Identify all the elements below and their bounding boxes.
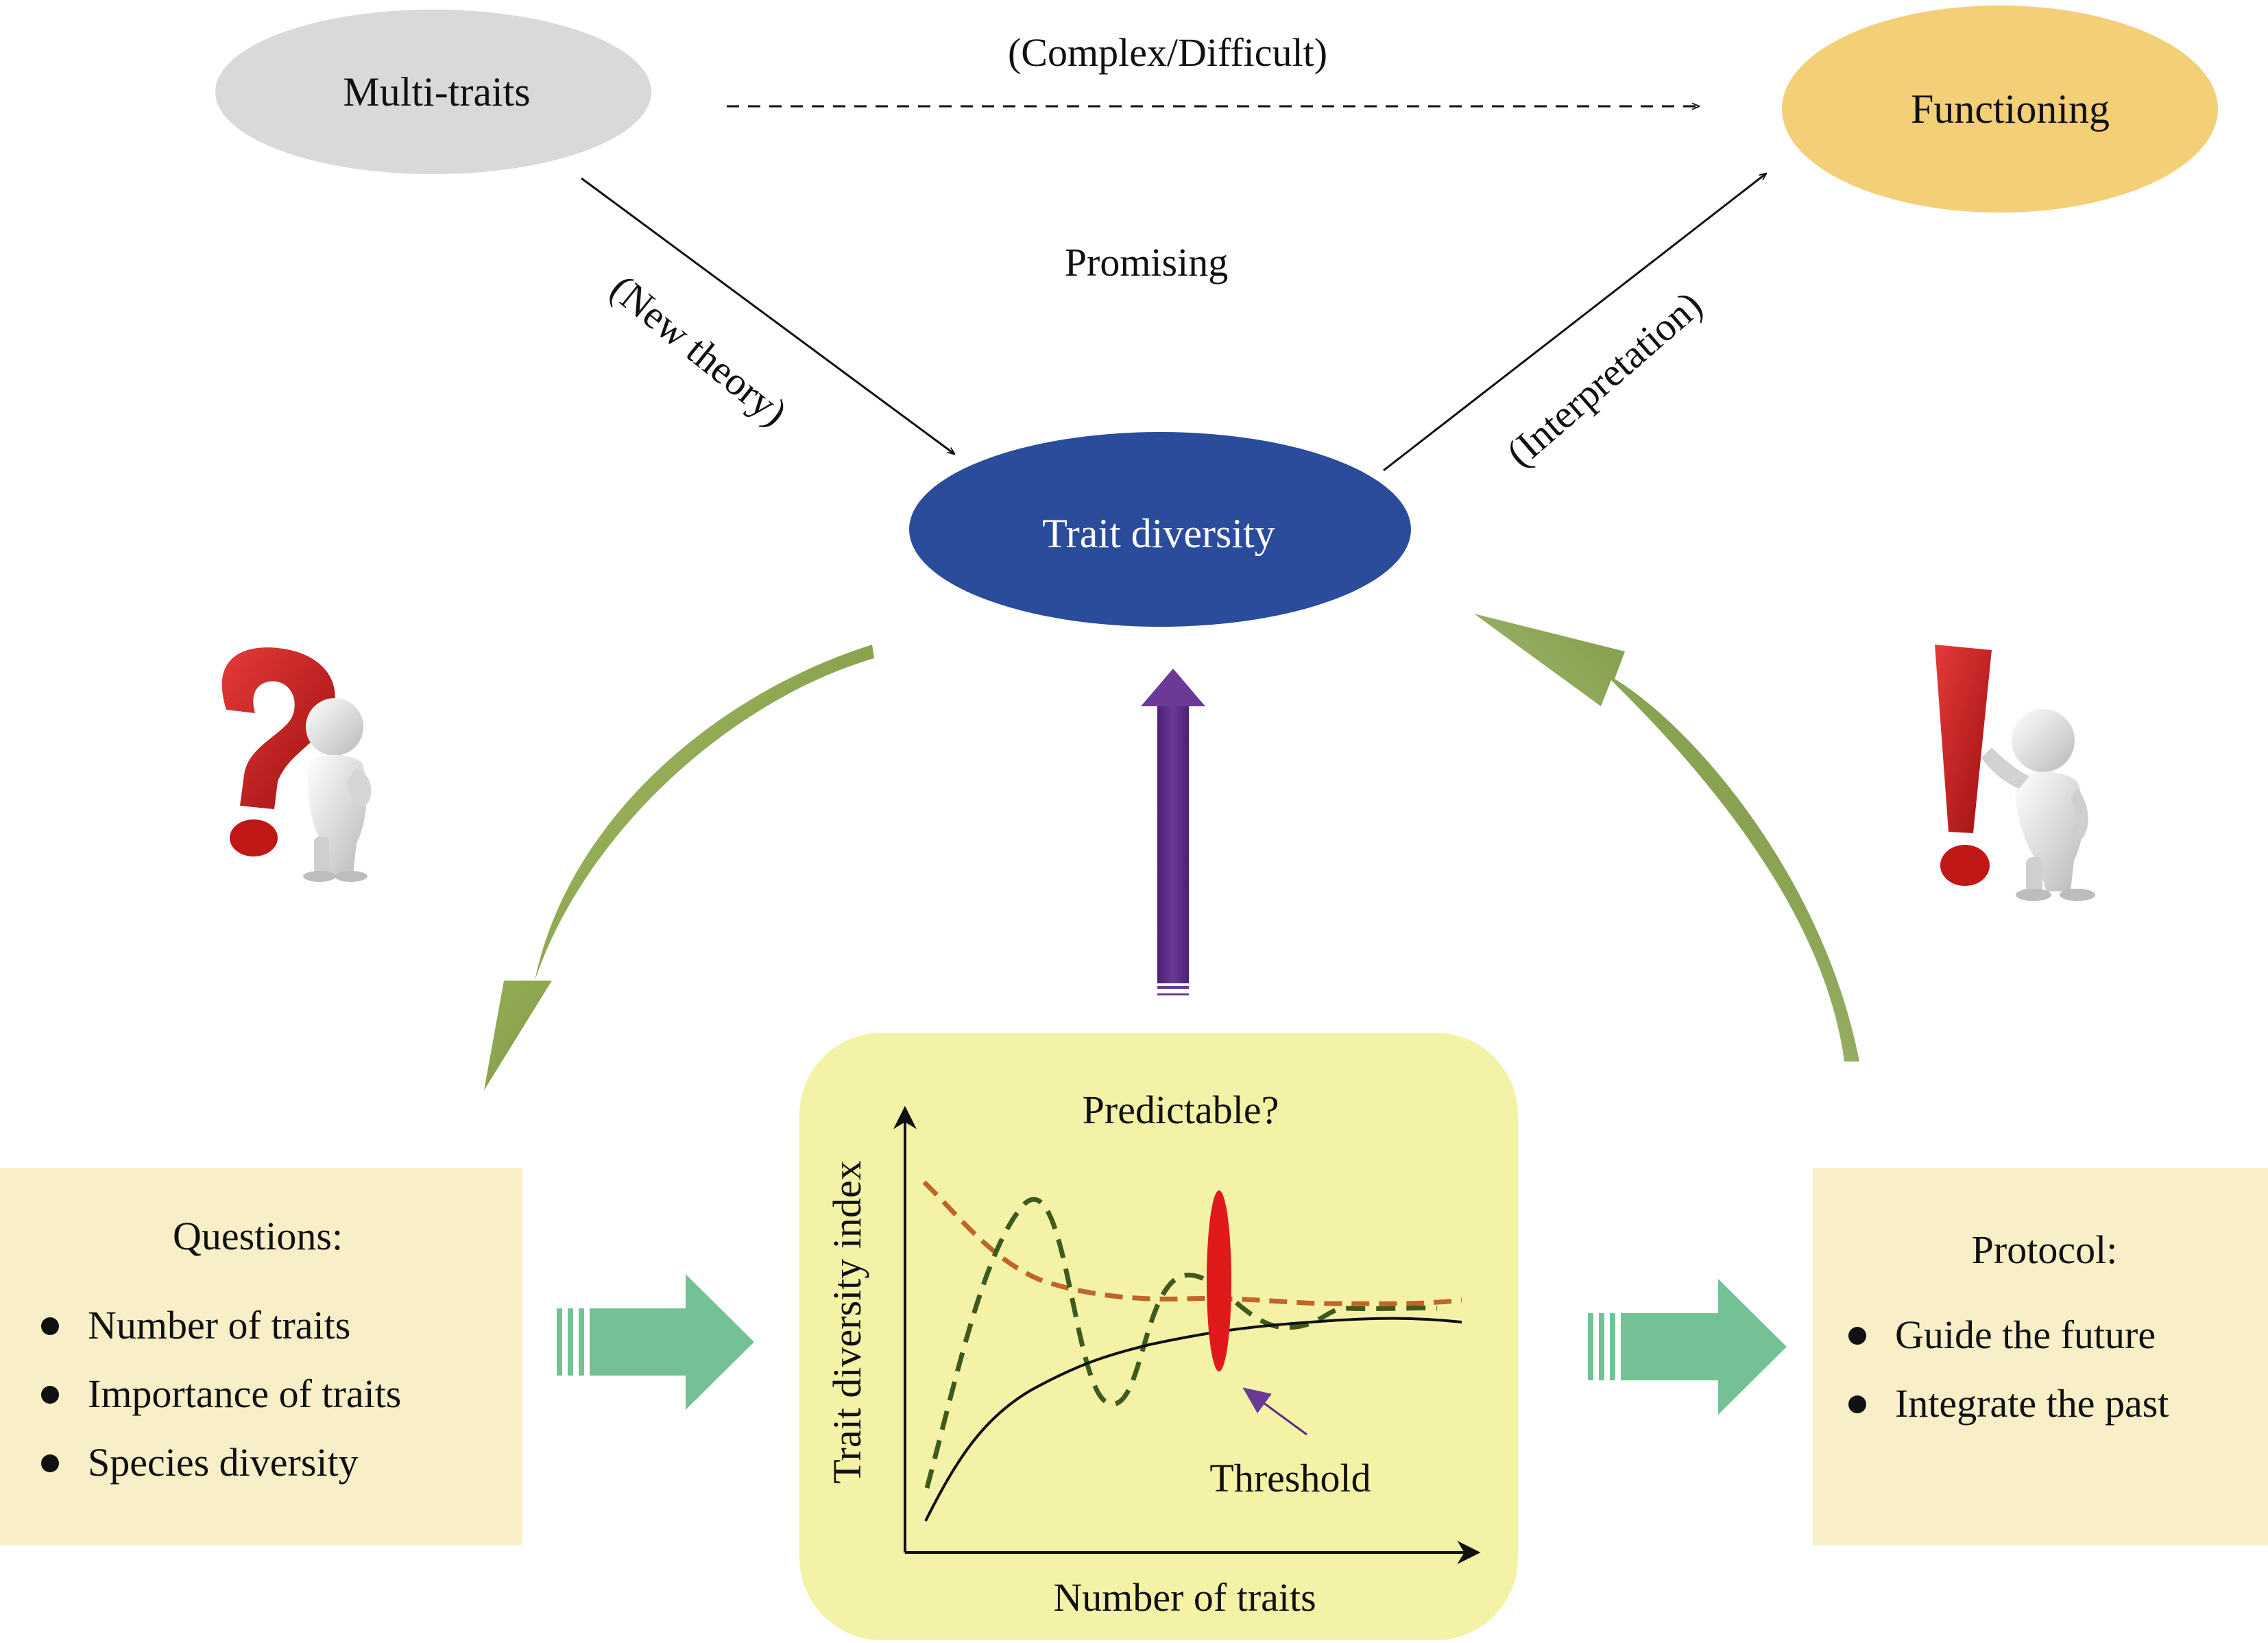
question-person-icon [221,647,372,882]
multi-traits-label: Multi-traits [343,69,531,115]
list-item: Importance of traits [37,1360,401,1428]
threshold-marker [1207,1190,1231,1371]
protocol-box: Protocol: Guide the future Integrate the… [1813,1168,2268,1545]
purple-up-arrow [1141,669,1205,996]
green-curved-arrow-right [1474,614,1859,1062]
questions-title: Questions: [172,1214,343,1258]
green-curved-arrow-left [484,645,874,1090]
functioning-label: Functioning [1910,86,2110,132]
block-arrow-right [1588,1279,1787,1415]
trait-diversity-node [909,432,1411,627]
complex-difficult-label: (Complex/Difficult) [1007,30,1328,75]
interpretation-arrow [1383,173,1766,472]
chart-title: Predictable? [1082,1088,1279,1132]
list-item: Species diversity [37,1428,401,1497]
threshold-pointer [1242,1387,1307,1436]
predictability-panel: Predictable? Number of traits Trait dive… [799,1033,1518,1640]
block-arrow-left [557,1274,754,1410]
list-item: Integrate the past [1844,1369,2169,1438]
multi-traits-node [215,10,651,174]
protocol-list: Guide the future Integrate the past [1844,1301,2169,1438]
protocol-title: Protocol: [1971,1227,2118,1272]
green-dashed-curve [924,1197,1438,1489]
threshold-chart [893,1105,1481,1564]
y-axis-label: Trait diversity index [825,1160,869,1484]
questions-list: Number of traits Importance of traits Sp… [37,1291,401,1497]
trait-diversity-label: Trait diversity [1042,511,1275,556]
x-axis-label: Number of traits [1053,1575,1316,1620]
functioning-node [1782,5,2218,213]
threshold-label: Threshold [1209,1456,1371,1500]
new-theory-arrow [581,177,954,454]
brown-dashed-curve [922,1180,1462,1306]
black-solid-curve [924,1317,1462,1522]
promising-label: Promising [1064,240,1229,285]
list-item: Guide the future [1844,1301,2169,1369]
questions-box: Questions: Number of traits Importance o… [0,1168,522,1545]
list-item: Number of traits [37,1291,401,1360]
exclamation-person-icon [1935,645,2095,901]
